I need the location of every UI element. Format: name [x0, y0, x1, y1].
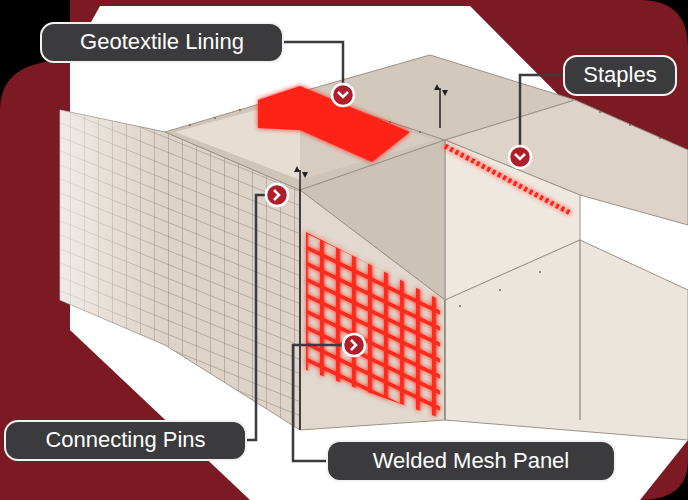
label-text: Welded Mesh Panel: [373, 449, 570, 473]
label-text: Geotextile Lining: [80, 30, 244, 54]
fade: [60, 110, 165, 345]
callout-label: Welded Mesh Panel: [326, 440, 616, 482]
panel-edges: [300, 190, 580, 430]
front-face: [300, 190, 445, 430]
right-face: [445, 240, 688, 440]
callout-label: Staples: [563, 55, 677, 96]
staples-highlight: [445, 146, 572, 214]
leader-line: [247, 42, 563, 461]
label-text: Staples: [583, 63, 656, 87]
chevron-marker: [266, 84, 531, 356]
callout-label: Geotextile Lining: [40, 22, 284, 63]
mesh-highlight: [306, 232, 440, 418]
staple-dots: [189, 101, 661, 307]
callout-label: Connecting Pins: [4, 420, 247, 461]
label-text: Connecting Pins: [45, 428, 205, 452]
